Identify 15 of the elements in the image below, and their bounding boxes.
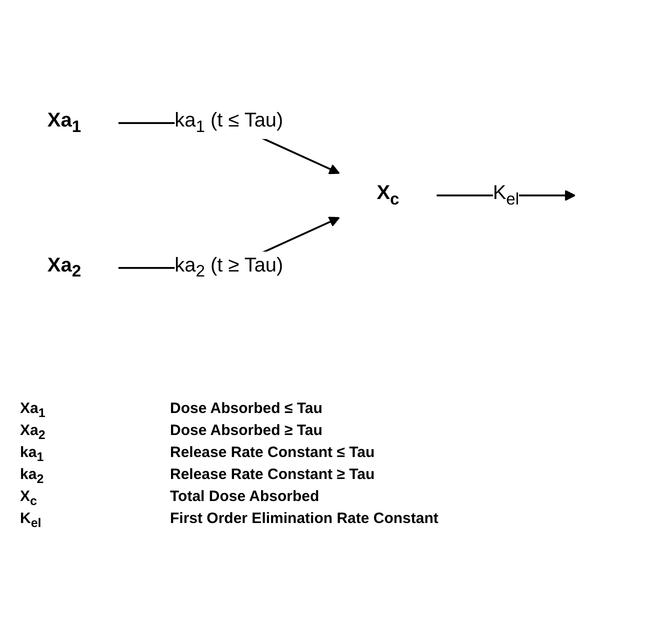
definition-label: Release Rate Constant ≥ Tau	[170, 466, 375, 485]
symbol-label: K$_{el}$	[20, 510, 42, 530]
symbol-label: ka$_{1}$	[20, 444, 44, 464]
symbol-label: Xa$_{2}$	[20, 422, 46, 442]
symbol-label: X$_{c}$	[20, 488, 37, 508]
symbol-label: Xa$_{1}$	[20, 400, 46, 420]
definition-label: First Order Elimination Rate Constant	[170, 510, 438, 529]
definition-label: Dose Absorbed ≥ Tau	[170, 422, 322, 441]
compartment-label: X$_{c}$	[376, 182, 400, 208]
compartment-label: Xa$_{1}$	[47, 110, 82, 136]
definition-label: Dose Absorbed ≤ Tau	[170, 400, 322, 419]
definition-label: Release Rate Constant ≤ Tau	[170, 444, 375, 463]
symbol-label: ka$_{2}$	[20, 466, 44, 486]
compartment-label: Xa$_{2}$	[47, 254, 82, 280]
definition-label: Total Dose Absorbed	[170, 488, 320, 507]
